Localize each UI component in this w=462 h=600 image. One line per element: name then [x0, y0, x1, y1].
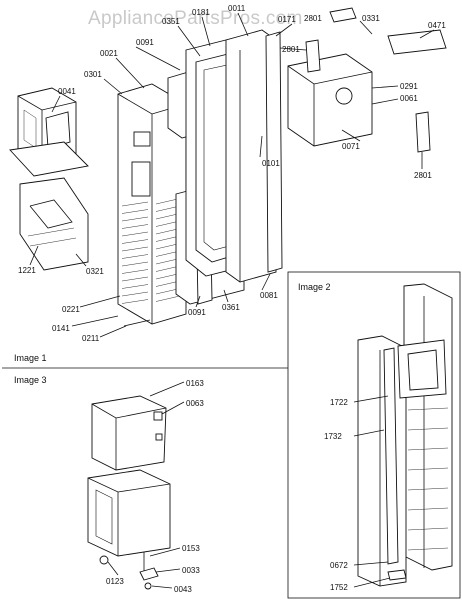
part-label-0163: 0163 — [186, 379, 204, 388]
part-0163-upper-shroud — [91, 395, 167, 471]
part-label-0471: 0471 — [428, 21, 446, 30]
part-label-0171: 0171 — [278, 15, 296, 24]
image3-assembly — [87, 381, 185, 590]
part-label-1752: 1752 — [330, 583, 348, 592]
part-0123-bushing — [99, 555, 109, 565]
part-label-0041: 0041 — [58, 87, 76, 96]
section-title-image1: Image 1 — [14, 353, 47, 363]
part-label-0091-upper: 0091 — [136, 38, 154, 47]
part-label-0331: 0331 — [362, 14, 380, 23]
section-title-image3: Image 3 — [14, 375, 47, 385]
part-label-0141: 0141 — [52, 324, 70, 333]
part-label-0081: 0081 — [260, 291, 278, 300]
part-1752-trim — [387, 569, 407, 581]
part-label-0221: 0221 — [62, 305, 80, 314]
image2-assembly — [353, 283, 453, 588]
leader-lines-image2 — [353, 395, 391, 588]
part-label-0301: 0301 — [84, 70, 102, 79]
part-dispenser-inner — [407, 349, 439, 391]
part-0321-bracket — [19, 177, 89, 271]
part-2801-strip-c — [415, 111, 431, 153]
part-label-0672: 0672 — [330, 561, 348, 570]
part-label-1732: 1732 — [324, 432, 342, 441]
part-label-0211: 0211 — [82, 334, 100, 343]
part-0011-door — [225, 29, 283, 283]
part-label-0153: 0153 — [182, 544, 200, 553]
part-mounting-plate — [9, 141, 89, 177]
part-label-1722: 1722 — [330, 398, 348, 407]
part-label-0181: 0181 — [192, 8, 210, 17]
part-0063-clip-lower — [155, 433, 163, 441]
image1-assembly — [9, 7, 447, 338]
watermark-text: AppliancePartsPros.com — [88, 8, 303, 29]
part-label-0091-lower: 0091 — [188, 308, 206, 317]
leader-lines-image1 — [29, 12, 435, 338]
part-label-2801-mid: 2801 — [282, 45, 300, 54]
part-label-0033: 0033 — [182, 566, 200, 575]
part-2801-strip-a — [305, 39, 321, 73]
part-0063-clip — [153, 411, 163, 421]
part-0033-bracket — [139, 567, 159, 581]
part-0211-trim — [123, 319, 151, 327]
part-label-0361: 0361 — [222, 303, 240, 312]
part-label-0101: 0101 — [262, 159, 280, 168]
part-0301-liner — [117, 83, 187, 325]
part-label-0043: 0043 — [174, 585, 192, 594]
part-label-0291: 0291 — [400, 82, 418, 91]
liner-shelf-rails — [121, 197, 183, 304]
leader-lines-image3 — [107, 381, 185, 589]
part-0043-screw — [144, 582, 152, 590]
part-label-1221: 1221 — [18, 266, 36, 275]
panel-ribs — [407, 407, 449, 551]
part-2801-strip-b — [329, 7, 357, 23]
part-label-0021: 0021 — [100, 49, 118, 58]
part-label-0351: 0351 — [162, 17, 180, 26]
part-1722-strip — [383, 347, 399, 565]
part-label-0321: 0321 — [86, 267, 104, 276]
part-label-0071: 0071 — [342, 142, 360, 151]
part-label-0123: 0123 — [106, 577, 124, 586]
section-dividers — [2, 271, 461, 599]
part-label-2801-top: 2801 — [304, 14, 322, 23]
part-label-0063: 0063 — [186, 399, 204, 408]
part-label-0011: 0011 — [228, 4, 246, 13]
image2-frame — [287, 271, 461, 599]
part-label-2801-lower: 2801 — [414, 171, 432, 180]
part-label-0061: 0061 — [400, 94, 418, 103]
section-title-image2: Image 2 — [298, 282, 331, 292]
part-back-panel — [403, 283, 453, 571]
part-0331-dispenser — [287, 29, 447, 147]
